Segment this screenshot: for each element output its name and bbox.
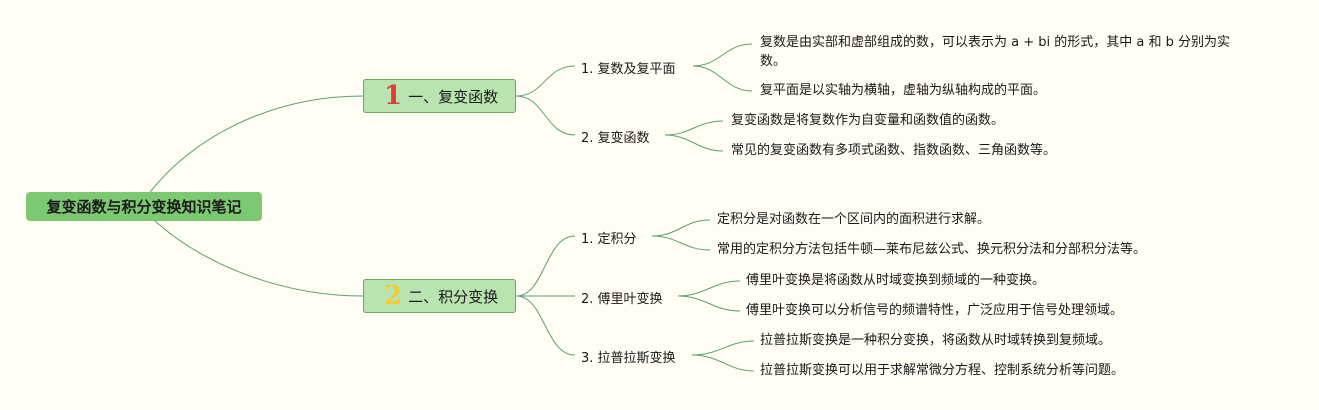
topic-label: 二、积分变换: [408, 287, 499, 306]
leaf-note[interactable]: 常用的定积分方法包括牛顿—莱布尼兹公式、换元积分法和分部积分法等。: [717, 242, 1147, 257]
root-label: 复变函数与积分变换知识笔记: [46, 198, 242, 216]
leaf-note[interactable]: 傅里叶变换可以分析信号的频谱特性，广泛应用于信号处理领域。: [746, 303, 1124, 318]
link-sub11-leaf2: [692, 65, 753, 92]
leaf-note[interactable]: 拉普拉斯变换可以用于求解常微分方程、控制系统分析等问题。: [760, 363, 1125, 378]
subtopic-complex-function[interactable]: 2. 复变函数: [581, 131, 650, 146]
link-sub12-leaf2: [664, 134, 724, 152]
topic-node-complex-functions[interactable]: 1 一、复变函数: [363, 79, 516, 113]
link-sub23-leaf1: [691, 340, 755, 356]
link-sub23-leaf2: [691, 354, 755, 372]
link-sub22-leaf1: [677, 280, 741, 297]
link-root-topic-2: [154, 220, 364, 297]
subtopic-definite-integral[interactable]: 1. 定积分: [581, 232, 637, 247]
topic-node-integral-transforms[interactable]: 2 二、积分变换: [363, 279, 516, 313]
link-sub22-leaf2: [677, 295, 741, 312]
number-badge-1-icon: 1: [384, 81, 403, 111]
link-sub12-leaf1: [664, 120, 724, 136]
link-sub21-leaf1: [651, 219, 711, 237]
subtopic-laplace-transform[interactable]: 3. 拉普拉斯变换: [581, 351, 676, 366]
link-root-topic-1: [149, 95, 364, 193]
subtopic-fourier-transform[interactable]: 2. 傅里叶变换: [581, 292, 663, 307]
link-topic2-sub1: [515, 235, 576, 297]
leaf-note[interactable]: 复变函数是将复数作为自变量和函数值的函数。: [731, 113, 1005, 128]
leaf-note[interactable]: 傅里叶变换是将函数从时域变换到频域的一种变换。: [746, 273, 1046, 288]
link-sub11-leaf1: [692, 43, 753, 67]
leaf-note[interactable]: 拉普拉斯变换是一种积分变换，将函数从时域转换到复频域。: [760, 333, 1112, 348]
link-topic2-sub3: [515, 295, 576, 356]
subtopic-complex-plane[interactable]: 1. 复数及复平面: [581, 62, 676, 77]
link-sub21-leaf2: [651, 235, 711, 251]
root-node[interactable]: 复变函数与积分变换知识笔记: [26, 192, 262, 221]
link-topic1-sub1: [515, 65, 576, 97]
topic-label: 一、复变函数: [408, 87, 499, 106]
link-topic1-sub2: [515, 95, 576, 136]
number-badge-2-icon: 2: [384, 281, 403, 311]
leaf-note[interactable]: 常见的复变函数有多项式函数、指数函数、三角函数等。: [731, 143, 1057, 158]
leaf-note[interactable]: 复平面是以实轴为横轴，虚轴为纵轴构成的平面。: [760, 83, 1047, 98]
leaf-note[interactable]: 复数是由实部和虚部组成的数，可以表示为 a + bi 的形式，其中 a 和 b …: [760, 35, 1230, 69]
leaf-note[interactable]: 定积分是对函数在一个区间内的面积进行求解。: [717, 212, 991, 227]
